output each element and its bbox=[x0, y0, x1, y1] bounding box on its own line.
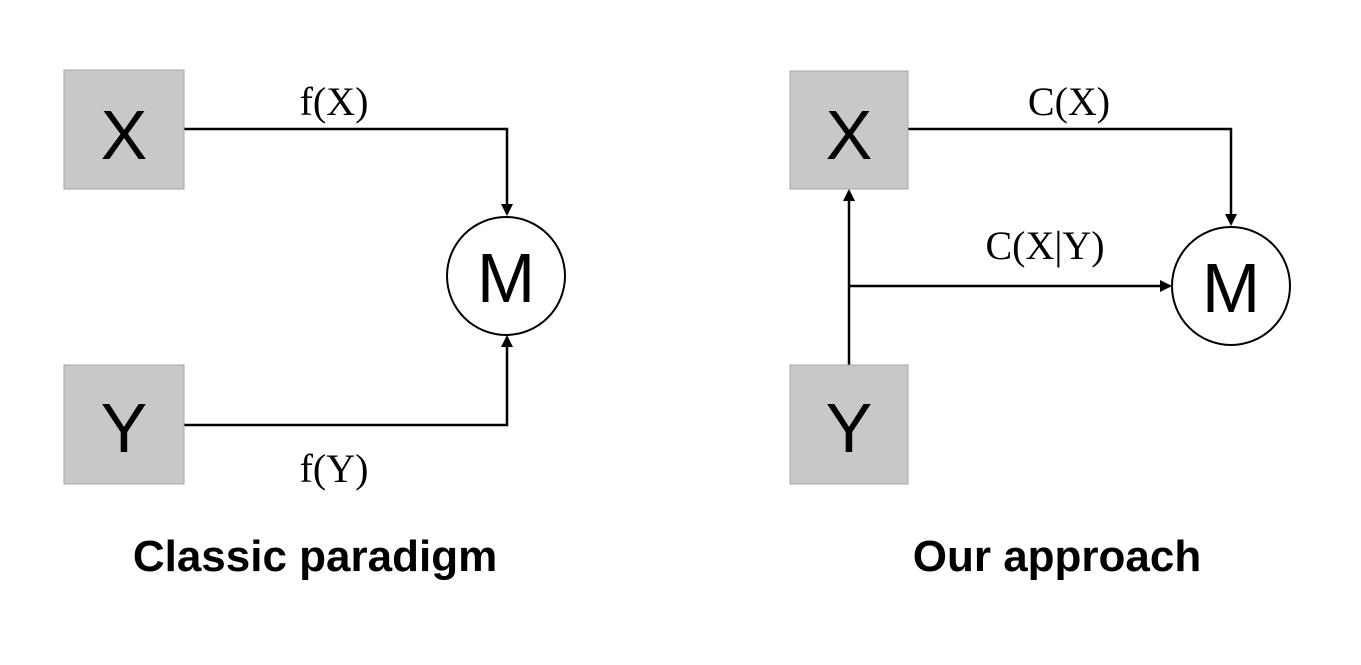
right-edge-x-label: C(X) bbox=[1028, 79, 1110, 124]
right-panel: X Y M C(X) C(X|Y) Our approach bbox=[789, 70, 1291, 581]
left-node-x: X bbox=[63, 69, 185, 190]
left-panel: X Y M f(X) f(Y) Classic paradigm bbox=[63, 69, 566, 581]
left-caption: Classic paradigm bbox=[133, 532, 497, 581]
left-node-m: M bbox=[446, 216, 566, 336]
left-node-y: Y bbox=[63, 364, 185, 485]
right-node-x: X bbox=[789, 70, 909, 190]
left-node-y-label: Y bbox=[101, 389, 148, 467]
left-node-m-label: M bbox=[477, 239, 535, 317]
right-node-m: M bbox=[1171, 226, 1291, 346]
right-caption: Our approach bbox=[913, 532, 1202, 581]
left-edge-y-label: f(Y) bbox=[300, 446, 369, 491]
right-edge-xy-label: C(X|Y) bbox=[985, 223, 1104, 268]
right-node-y: Y bbox=[789, 364, 909, 485]
right-edge-x-to-m bbox=[908, 127, 1237, 226]
right-node-x-label: X bbox=[826, 96, 873, 174]
left-edge-x-label: f(X) bbox=[300, 79, 369, 124]
left-node-x-label: X bbox=[101, 96, 148, 174]
left-edge-y-to-m bbox=[184, 335, 513, 427]
left-edge-x-to-m bbox=[184, 127, 513, 216]
right-node-y-label: Y bbox=[826, 389, 873, 467]
right-node-m-label: M bbox=[1202, 249, 1260, 327]
